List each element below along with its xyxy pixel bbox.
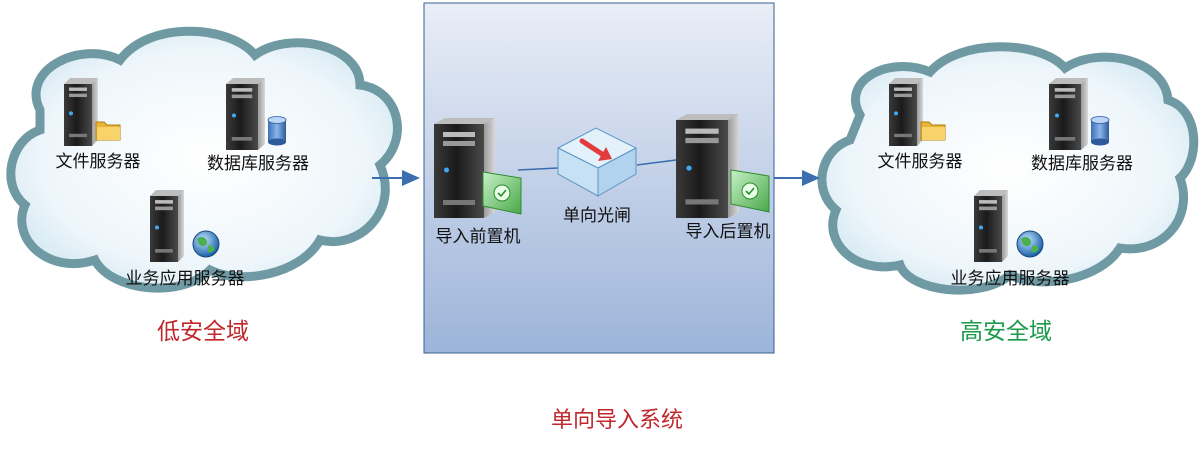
low-db-server-icon bbox=[226, 78, 265, 150]
high-domain-label: 高安全域 bbox=[960, 319, 1052, 345]
high-app-server-icon bbox=[974, 190, 1008, 262]
low-app-server-label: 业务应用服务器 bbox=[125, 269, 245, 289]
globe-icon bbox=[192, 230, 220, 258]
rear-certificate-icon bbox=[730, 169, 770, 213]
high-db-server-label: 数据库服务器 bbox=[1031, 154, 1133, 174]
front-certificate-icon bbox=[482, 171, 522, 215]
rear-machine-icon bbox=[676, 114, 739, 218]
globe-icon bbox=[1016, 230, 1044, 258]
link-front-to-optical bbox=[517, 167, 559, 171]
folder-icon bbox=[95, 121, 121, 141]
low-db-server-label: 数据库服务器 bbox=[207, 154, 309, 174]
rear-machine-label: 导入后置机 bbox=[685, 222, 771, 242]
low-domain-cloud bbox=[6, 26, 402, 293]
one-way-arrow-icon bbox=[579, 138, 612, 161]
low-domain-label: 低安全域 bbox=[157, 319, 249, 345]
high-file-server-label: 文件服务器 bbox=[877, 152, 963, 172]
folder-icon bbox=[920, 121, 946, 141]
high-app-server-label: 业务应用服务器 bbox=[950, 269, 1070, 289]
front-machine-icon bbox=[434, 118, 495, 218]
database-icon bbox=[267, 116, 287, 146]
database-icon bbox=[1090, 116, 1110, 146]
high-db-server-icon bbox=[1049, 78, 1088, 150]
link-optical-to-rear bbox=[636, 159, 677, 166]
low-file-server-icon bbox=[64, 78, 98, 146]
system-title: 单向导入系统 bbox=[550, 408, 684, 433]
optical-gate-label: 单向光闸 bbox=[563, 206, 631, 226]
high-file-server-icon bbox=[889, 78, 923, 146]
low-file-server-label: 文件服务器 bbox=[55, 152, 141, 172]
low-app-server-icon bbox=[150, 190, 184, 262]
front-machine-label: 导入前置机 bbox=[435, 227, 521, 247]
optical-gate-icon bbox=[556, 127, 638, 197]
